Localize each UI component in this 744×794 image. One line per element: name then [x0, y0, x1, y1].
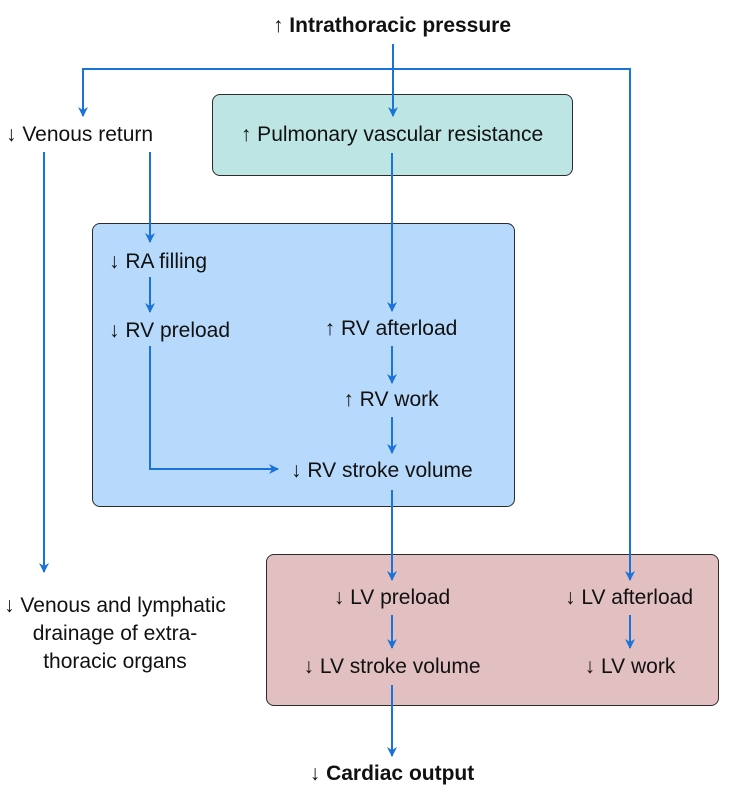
left-ventricle-box — [266, 554, 719, 706]
venous-lymphatic-drainage-line-1: ↓ Venous and lymphatic — [4, 594, 226, 617]
rv-work-node: ↑ RV work — [343, 388, 439, 411]
ra-filling-node: ↓ RA filling — [109, 250, 208, 273]
venous-lymphatic-drainage-node: ↓ Venous and lymphatic drainage of extra… — [0, 592, 240, 676]
venous-lymphatic-drainage-line-3: thoracic organs — [43, 650, 187, 673]
venous-return-node: ↓ Venous return — [6, 123, 154, 146]
pulmonary-vascular-resistance-node: ↑ Pulmonary vascular resistance — [240, 123, 544, 146]
venous-lymphatic-drainage-line-2: drainage of extra- — [32, 622, 198, 645]
intrathoracic-pressure-node: ↑ Intrathoracic pressure — [272, 14, 512, 37]
lv-work-node: ↓ LV work — [584, 655, 676, 678]
lv-stroke-volume-node: ↓ LV stroke volume — [303, 655, 481, 678]
rv-stroke-volume-node: ↓ RV stroke volume — [291, 459, 473, 482]
cardiac-output-node: ↓ Cardiac output — [309, 762, 475, 785]
rv-afterload-node: ↑ RV afterload — [324, 317, 458, 340]
lv-afterload-node: ↓ LV afterload — [564, 586, 694, 609]
rv-preload-node: ↓ RV preload — [109, 319, 231, 342]
lv-preload-node: ↓ LV preload — [333, 586, 451, 609]
